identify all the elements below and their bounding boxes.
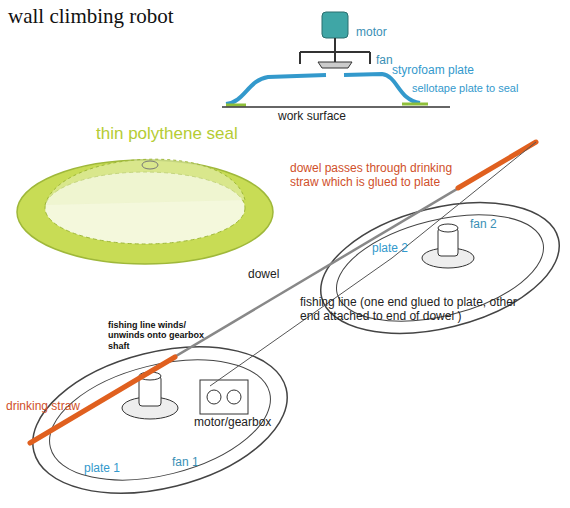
- part-label: motor/gearbox: [194, 416, 271, 430]
- part-label: motor: [356, 26, 387, 40]
- part-label: dowel: [248, 268, 279, 282]
- sellotape: [402, 103, 428, 106]
- plate-2: [307, 180, 570, 355]
- part-label: sellotape plate to seal: [412, 82, 518, 95]
- part-label: thin polythene seal: [96, 124, 238, 144]
- diagram-title: wall climbing robot: [8, 4, 174, 28]
- part-label: styrofoam plate: [392, 64, 474, 78]
- fishing-line: [392, 142, 536, 258]
- part-label: fan 2: [470, 218, 497, 232]
- sellotape: [226, 104, 246, 107]
- gearbox-symbol: [200, 380, 248, 414]
- part-label: fishing line (one end glued to plate, ot…: [300, 296, 530, 324]
- part-label: work surface: [278, 110, 346, 124]
- styrofoam-plate: [226, 75, 326, 104]
- part-label: plate 1: [84, 462, 120, 476]
- motor-shaft: [334, 38, 336, 62]
- part-label: fan 1: [172, 456, 199, 470]
- part-label: drinking straw: [6, 400, 80, 414]
- part-label: fishing line winds/ unwinds onto gearbox…: [108, 320, 220, 351]
- part-label: dowel passes through drinking straw whic…: [290, 162, 465, 190]
- work-surface-line: [222, 106, 450, 108]
- fan-symbol: [318, 62, 352, 68]
- part-label: plate 2: [372, 242, 408, 256]
- polythene-seal: [17, 159, 273, 264]
- motor-symbol: [322, 12, 348, 38]
- drinking-straw: [458, 142, 536, 188]
- styrofoam-plate: [344, 74, 420, 103]
- part-label: fan: [376, 54, 393, 68]
